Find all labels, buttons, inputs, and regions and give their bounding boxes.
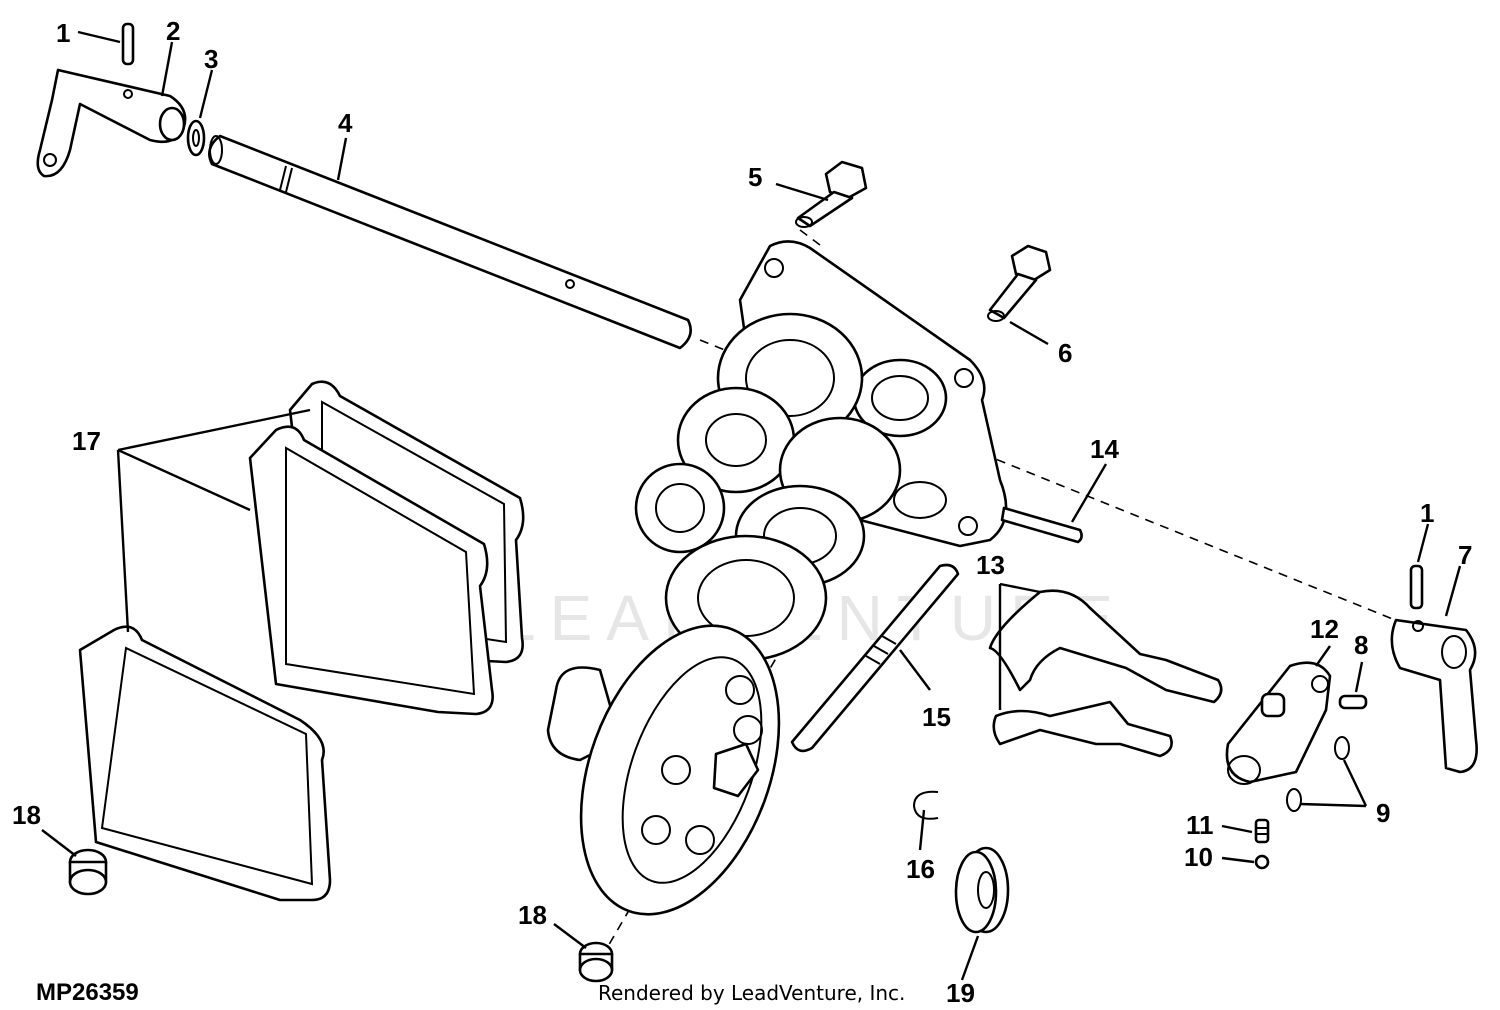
- part-14-roll-pin: [1000, 506, 1083, 544]
- leader-lines: [41, 30, 1462, 981]
- callout-16: 16: [906, 854, 935, 884]
- callout-11: 11: [1186, 810, 1214, 840]
- callout-19: 19: [946, 978, 975, 1008]
- callout-12: 12: [1310, 614, 1339, 644]
- part-17-gaskets: [78, 380, 525, 902]
- part-3-washer: [186, 119, 206, 157]
- callout-9: 9: [1376, 798, 1390, 828]
- figure-id: MP26359: [36, 979, 139, 1006]
- callout-18-left: 18: [12, 800, 41, 830]
- part-18-dowel-right: [578, 941, 614, 983]
- part-18-dowel-left: [68, 848, 108, 896]
- part-4-shift-shaft: [208, 134, 692, 350]
- render-credit: Rendered by LeadVenture, Inc.: [598, 981, 905, 1005]
- callout-7: 7: [1458, 540, 1472, 570]
- part-12-shift-block: [1225, 661, 1332, 785]
- part-1-pin-left: [121, 22, 135, 66]
- callout-8: 8: [1354, 630, 1368, 660]
- callout-15: 15: [922, 702, 951, 732]
- callout-1-left: 1: [56, 18, 70, 48]
- part-19-bearing: [954, 846, 1010, 934]
- callout-14: 14: [1090, 434, 1119, 464]
- differential-assembly: [546, 624, 781, 916]
- part-13-shift-forks: [988, 589, 1223, 758]
- part-16-clip: [912, 790, 939, 820]
- callout-1-right: 1: [1420, 498, 1434, 528]
- callout-17: 17: [72, 426, 101, 456]
- part-8-pin: [1338, 694, 1368, 710]
- callout-5: 5: [748, 162, 762, 192]
- part-9-o-rings: [1286, 736, 1350, 812]
- part-2-shift-lever: [36, 68, 187, 178]
- part-11-spring: [1254, 818, 1270, 844]
- callout-6: 6: [1058, 338, 1072, 368]
- part-15-shift-rail: [790, 563, 960, 753]
- part-7-shift-lever: [1390, 618, 1478, 774]
- callout-2: 2: [166, 16, 180, 46]
- part-10-ball: [1254, 854, 1270, 870]
- part-5-bolt: [795, 160, 868, 228]
- part-6-bolt: [987, 244, 1052, 322]
- callout-labels: 1 2 3 4 5 6 7 1 8 9 10 11 12 13 14 15 16…: [12, 16, 1472, 1008]
- callout-18-right: 18: [518, 900, 547, 930]
- part-1-pin-right: [1409, 564, 1424, 610]
- callout-3: 3: [204, 44, 218, 74]
- callout-10: 10: [1184, 842, 1213, 872]
- callout-4: 4: [338, 108, 353, 138]
- gear-stack: [634, 312, 902, 662]
- callout-13: 13: [976, 550, 1005, 580]
